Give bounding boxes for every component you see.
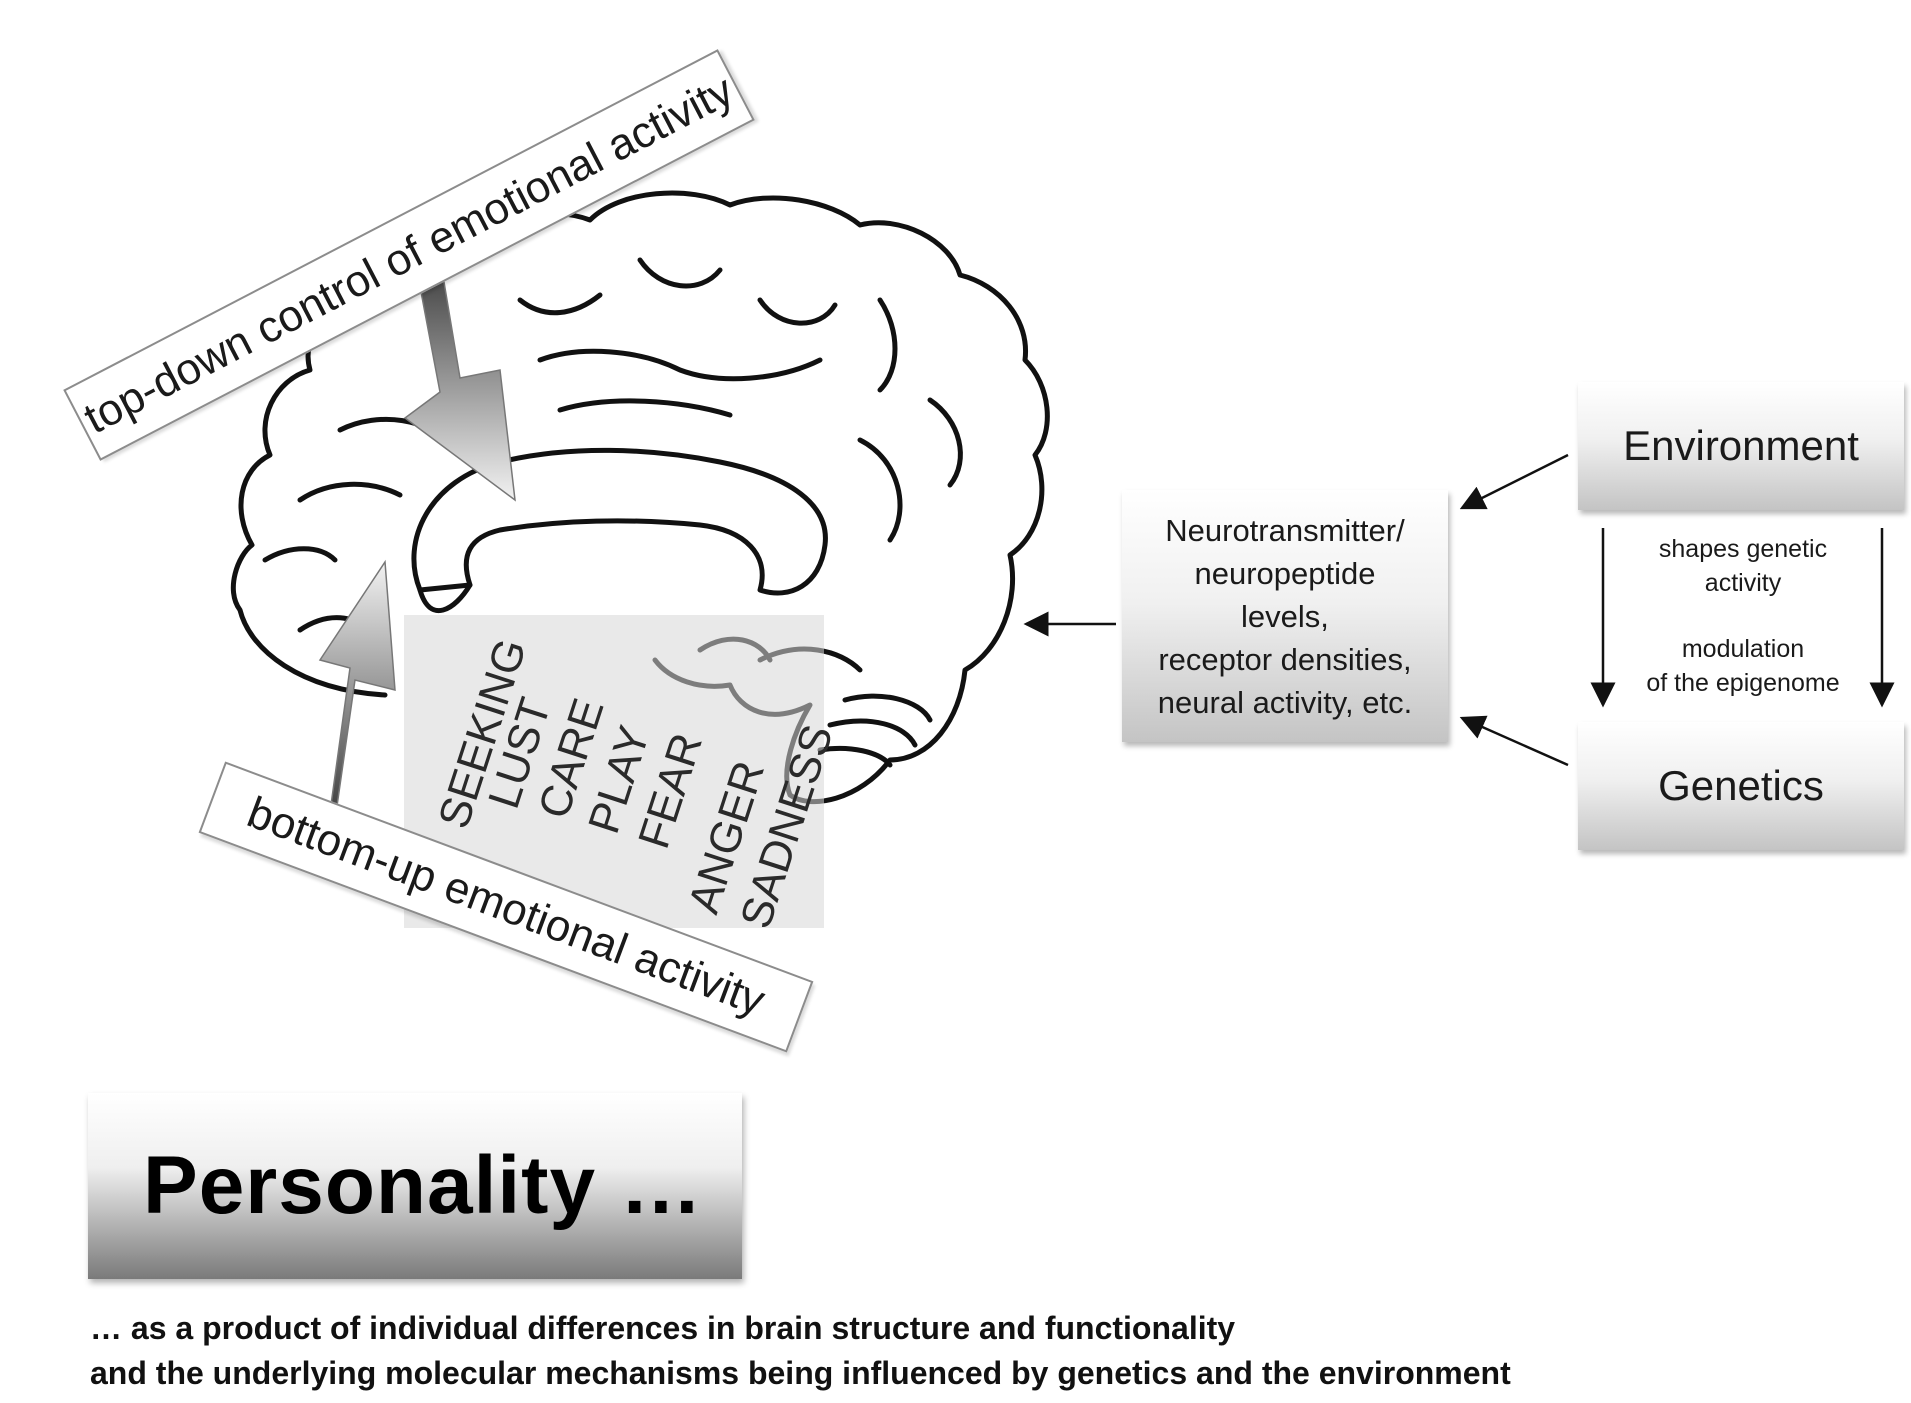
shapes-line: activity: [1704, 569, 1782, 597]
personality-title: Personality …: [143, 1140, 703, 1231]
modulation-line: modulation: [1681, 635, 1805, 663]
shapes-line: shapes genetic: [1658, 535, 1828, 563]
gen-to-neuro-arrow: [1459, 715, 1569, 767]
neuro-line: neuropeptide: [1194, 555, 1376, 591]
modulation-line: of the epigenome: [1646, 669, 1840, 697]
env-gen-arrow-labels: shapes genetic activity modulation of th…: [1608, 532, 1878, 700]
genetics-box: Genetics: [1578, 722, 1904, 850]
caption-line: … as a product of individual differences…: [90, 1310, 1236, 1346]
genetics-label: Genetics: [1658, 762, 1824, 809]
neuro-box: Neurotransmitter/ neuropeptide levels, r…: [1122, 490, 1448, 742]
environment-label: Environment: [1623, 422, 1859, 469]
env-to-neuro-arrow: [1459, 453, 1569, 510]
neuro-line: neural activity, etc.: [1157, 684, 1413, 720]
neuro-line: receptor densities,: [1158, 641, 1412, 677]
top-down-arrow: [384, 257, 516, 502]
neuro-line: levels,: [1241, 598, 1329, 634]
caption: … as a product of individual differences…: [90, 1306, 1511, 1396]
bottom-up-arrow: [309, 559, 396, 821]
caption-line: and the underlying molecular mechanisms …: [90, 1355, 1511, 1391]
personality-banner: Personality …: [88, 1093, 742, 1279]
environment-box: Environment: [1578, 382, 1904, 510]
neuro-line: Neurotransmitter/: [1165, 512, 1405, 548]
